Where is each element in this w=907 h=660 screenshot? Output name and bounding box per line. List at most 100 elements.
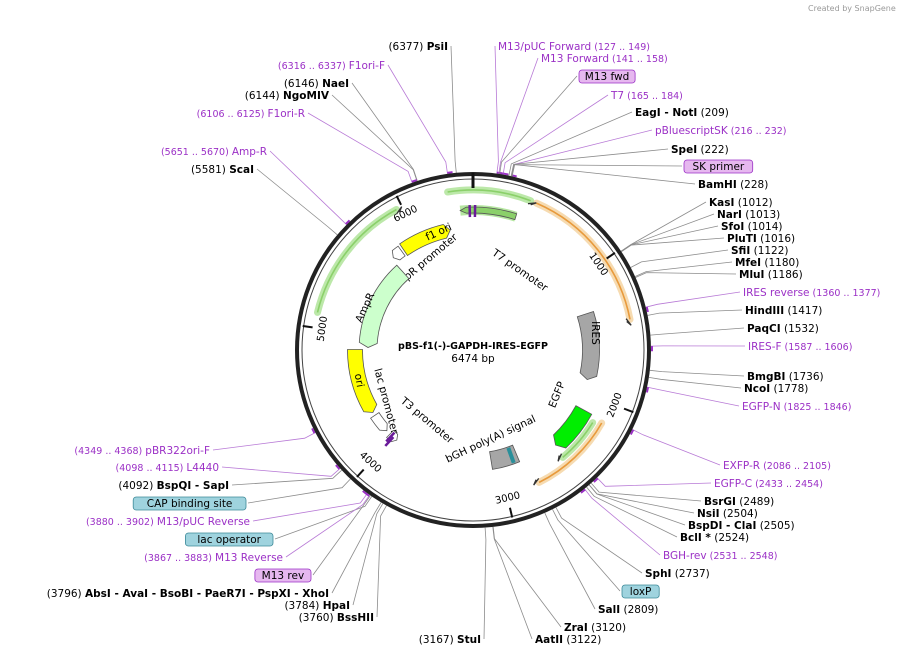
nari-name: NarI [717,209,742,221]
ring-tick-3000 [508,507,514,518]
paqci-name: PaqCI [747,323,781,335]
spei-pos: (222) [697,144,729,156]
ncoi-name: NcoI [744,383,770,395]
ngomiv-pos: (6144) [245,90,283,102]
bgh-rev-name: BGH-rev [663,550,707,562]
marker-bar-2 [384,436,395,447]
bgh-rev-range: (2531 .. 2548) [707,551,778,562]
egfp-arc-green [562,422,594,459]
f1ori-r-name: F1ori-R [268,108,305,120]
psii-pos: (6377) [388,41,426,53]
sk-primer-leader [511,164,683,177]
lac-operator-leader [274,496,373,540]
m13-rev-pill [254,568,312,583]
ori-arrow [347,349,378,413]
bmgbi-label: BmgBI (1736) [747,371,824,383]
m13-puc-reverse-leader [252,493,368,522]
stui-label: (3167) StuI [419,634,481,646]
sfii-name: SfiI [731,245,750,257]
m13-forward-range: (141 .. 158) [609,54,668,65]
pluti-name: PluTI [727,233,757,245]
ires-arrow [576,310,600,381]
amp-r-label: (5651 .. 5670) Amp-R [161,146,267,158]
nari-pos: (1013) [742,209,780,221]
ring-tick-1000 [606,252,616,260]
ncoi-leader [648,377,742,389]
sphi-label: SphI (2737) [645,568,710,580]
zrai-name: ZraI [564,622,588,634]
bcli-label: BclI * (2524) [680,532,749,544]
bgh-rev-label: BGH-rev (2531 .. 2548) [663,550,777,562]
hpai-leader [352,503,384,606]
mfei-pos: (1180) [761,257,799,269]
stui-pos: (3167) [419,634,457,646]
l4440-leader [221,466,341,477]
bsshii-pos: (3760) [299,612,337,624]
egfp-arc-orange [538,422,603,484]
bspqi-sapi-pos: (4092) [118,480,156,492]
sali-leader [544,512,596,610]
egfp-n-primer-mark [645,387,650,393]
ncoi-label: NcoI (1778) [744,383,808,395]
m13-fwd-leader [499,75,578,175]
eagi-noti-pos: (209) [697,107,729,119]
bsrgi-leader [590,482,702,502]
loxp-leader [552,509,621,592]
mfei-leader [634,261,733,277]
hpai-label: (3784) HpaI [284,600,350,612]
bsshii-leader [376,505,387,618]
egfp-c-name: EGFP-C [714,478,752,490]
f1ori-f-name: F1ori-F [349,60,385,72]
t7-name: T7 [610,90,624,102]
bgh-poly-a-signal-arrow [489,444,521,470]
t7-label: T7 (165 .. 184) [610,90,683,102]
m13-reverse-label: (3867 .. 3883) M13 Reverse [144,552,283,564]
absi-avai-bsobi-paer7i-pspxi-xhoi-label: (3796) AbsI - AvaI - BsoBI - PaeR7I - Ps… [47,588,329,600]
sphi-pos: (2737) [671,568,709,580]
nsii-label: NsiI (2504) [697,508,758,520]
sfoi-label: SfoI (1014) [721,221,783,233]
m13-puc-forward-range: (127 .. 149) [591,42,650,53]
scai-label: (5581) ScaI [191,164,254,176]
sphi-name: SphI [645,568,671,580]
cap-binding-site-leader [247,478,351,504]
m13-reverse-leader [285,494,371,558]
paqci-pos: (1532) [781,323,819,335]
site-labels: (6377) PsiI(6316 .. 6337) F1ori-F(6146) … [47,41,881,646]
sfoi-name: SfoI [721,221,744,233]
mfei-name: MfeI [735,257,761,269]
t7-promoter-label: T7 promoter [489,246,551,294]
pbr322ori-f-leader [212,432,316,451]
eagi-noti-name: EagI - NotI [635,107,697,119]
aatii-label: AatII (3122) [535,634,601,646]
spei-name: SpeI [671,144,697,156]
bgh-marker [506,447,516,464]
amp-r-name: Amp-R [232,146,267,158]
m13-forward-name: M13 Forward [541,53,609,65]
exfp-r-leader [632,429,721,466]
egfp-c-leader [596,477,712,487]
gapdh-arc-head [625,318,632,326]
ngomiv-leader [331,94,418,182]
kasi-label: KasI (1012) [709,197,773,209]
amp-r-primer-mark [345,219,351,225]
bspdi-clai-leader [588,484,686,526]
cap-binding-site-pill [132,496,247,511]
bsrgi-name: BsrGI [704,496,736,508]
outer-arcs [314,186,634,486]
spei-leader [510,148,669,177]
exfp-r-label: EXFP-R (2086 .. 2105) [723,460,831,472]
spei-label: SpeI (222) [671,144,729,156]
lac-operator-label: lac operator [197,534,261,546]
egfp-n-leader [647,386,740,407]
lac-promoter-arrow [370,412,388,432]
ampr-arc [316,208,397,313]
exfp-r-range: (2086 .. 2105) [760,461,831,472]
hindiii-name: HindIII [745,305,784,317]
aatii-pos: (3122) [563,634,601,646]
m13-reverse-range: (3867 .. 3883) [144,553,215,564]
f1ori-f-label: (6316 .. 6337) F1ori-F [278,60,385,72]
exfp-r-primer-mark [629,429,635,435]
ring-tick-5000 [302,324,313,329]
mlui-pos: (1186) [764,269,802,281]
